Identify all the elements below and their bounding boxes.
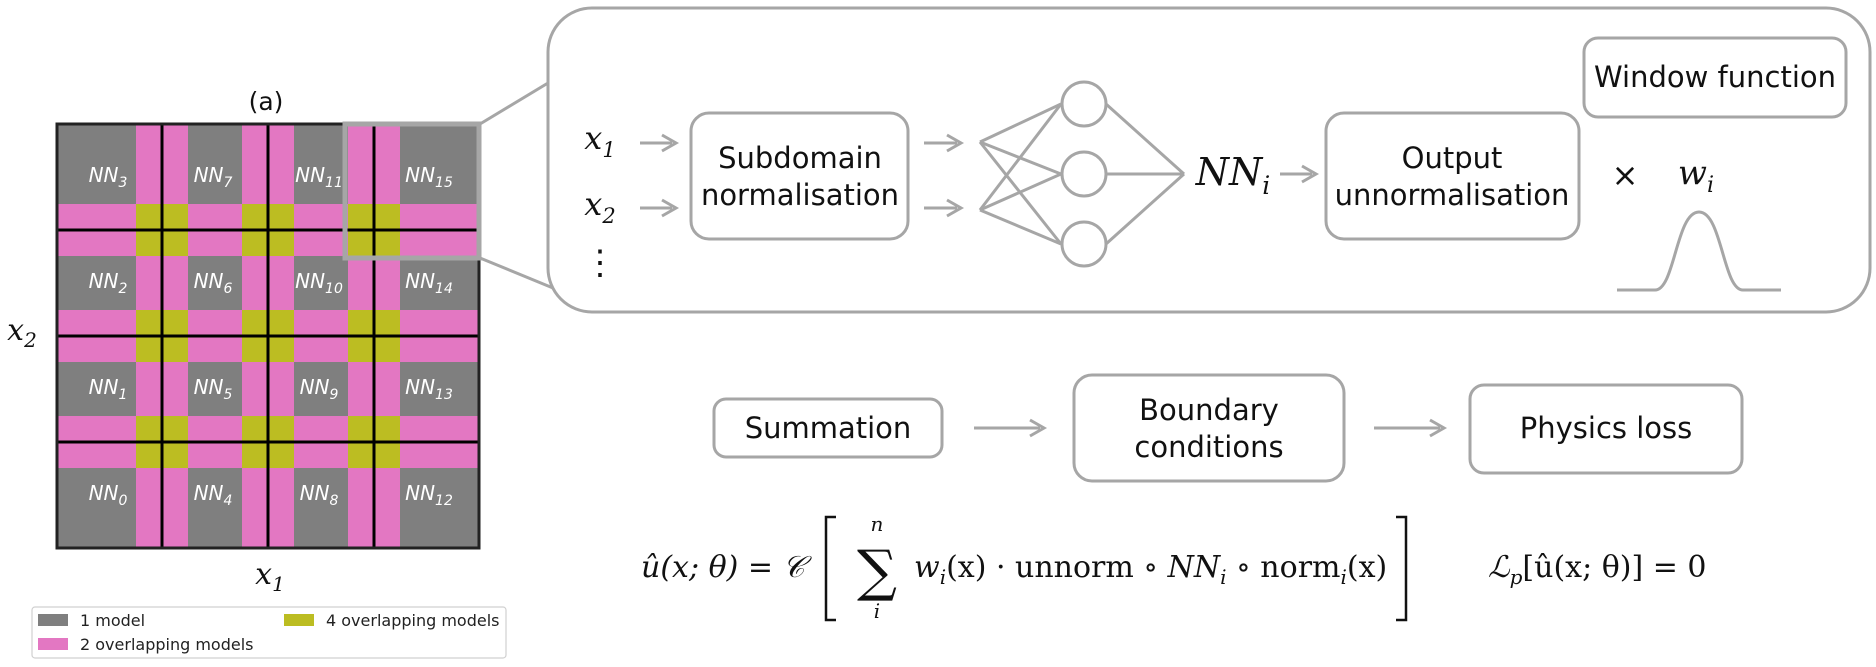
- window-function-box: [1582, 36, 1848, 119]
- flow-arrow-2: [1374, 418, 1448, 438]
- boundary-label-1: Boundary: [1139, 393, 1279, 427]
- zoom-line-top: [479, 78, 554, 126]
- legend-swatch-two-overlap: [38, 638, 68, 650]
- arrowhead-x1: [661, 133, 680, 153]
- normalisation-label-1: Subdomain: [718, 141, 882, 175]
- arrowhead-to-unnorm: [1301, 164, 1320, 184]
- subdomain-label: NN2: [89, 269, 128, 297]
- arrowhead-net-in-1: [946, 133, 965, 153]
- subdomain-label: NN3: [89, 163, 128, 191]
- normalisation-label-2: normalisation: [701, 178, 899, 212]
- subdomain-label: NN15: [405, 163, 453, 191]
- window-bump-curve: [1617, 210, 1781, 292]
- arrowhead-sum-to-boundary: [1029, 418, 1048, 438]
- subdomain-label: NN10: [295, 269, 343, 297]
- legend-swatch-four-overlap: [284, 614, 314, 626]
- subdomain-label: NN9: [300, 375, 339, 403]
- input-more: ⋮: [583, 243, 617, 283]
- grid-legend: 1 model 2 overlapping models 4 overlappi…: [31, 606, 507, 659]
- legend-swatch-one-model: [38, 614, 68, 626]
- window-variable: wi: [1678, 153, 1714, 198]
- subdomain-label: NN0: [89, 481, 128, 509]
- physics-loss-box: [1468, 383, 1744, 475]
- sum-upper-limit: n: [871, 512, 884, 536]
- subdomain-label: NN14: [405, 269, 453, 297]
- boundary-conditions-box: [1072, 373, 1346, 483]
- physics-loss-label: Physics loss: [1520, 411, 1693, 445]
- zoom-line-bottom: [479, 256, 554, 290]
- arrowhead-x2: [661, 198, 680, 218]
- ansatz-equation: û(x; θ) = 𝒞 n ∑ i wi(x) · unnorm ∘ NNi ∘…: [641, 512, 1408, 623]
- unnormalisation-box: [1324, 111, 1581, 241]
- input-arrows: [640, 133, 680, 218]
- subdomain-label: NN11: [295, 163, 343, 191]
- nn-edge: [979, 172, 1062, 212]
- nn-node: [1060, 80, 1108, 128]
- nn-edge: [1104, 172, 1186, 246]
- zoom-highlight-box: [342, 121, 482, 261]
- subdomain-label: NN7: [194, 163, 233, 191]
- normalisation-box: [689, 111, 910, 241]
- subdomain-label: NN13: [405, 375, 453, 403]
- nn-node: [1060, 150, 1108, 198]
- summation-label: Summation: [745, 411, 912, 445]
- summation-box: [712, 397, 944, 459]
- legend-label-one-model: 1 model: [80, 611, 145, 630]
- nn-node: [1060, 220, 1108, 268]
- loss-equation: ℒp[û(x; θ)] = 0: [1488, 550, 1706, 589]
- input-x2: x2: [584, 185, 615, 228]
- boundary-label-2: conditions: [1134, 430, 1283, 464]
- subdomain-label: NN5: [194, 375, 233, 403]
- legend-label-four-overlap: 4 overlapping models: [326, 611, 500, 630]
- flow-arrow-1: [974, 418, 1048, 438]
- sum-lower-limit: i: [874, 599, 880, 623]
- subdomain-label: NN6: [194, 269, 233, 297]
- nn-edge: [979, 208, 1062, 246]
- equation-lhs: û(x; θ) = 𝒞: [641, 550, 813, 585]
- arrowhead-net-in-2: [946, 198, 965, 218]
- y-axis-label: x2: [7, 313, 37, 352]
- subdomain-label: NN1: [89, 375, 128, 403]
- sum-symbol: ∑: [857, 539, 897, 604]
- equation-right-bracket: [1396, 515, 1408, 622]
- unnorm-arrow: [1280, 164, 1320, 184]
- zoom-connector: [479, 78, 554, 290]
- arrowhead-boundary-to-physics: [1429, 418, 1448, 438]
- unnormalisation-label-1: Output: [1402, 141, 1503, 175]
- nn-edge: [979, 102, 1062, 144]
- legend-label-two-overlap: 2 overlapping models: [80, 635, 254, 654]
- panel-label: (a): [249, 87, 284, 116]
- subdomain-label: NN8: [300, 481, 339, 509]
- nn-edge: [978, 103, 1063, 211]
- network-input-arrows: [924, 133, 965, 218]
- grid-frame: [55, 122, 481, 550]
- subdomain-label: NN12: [405, 481, 453, 509]
- x-axis-label: x1: [255, 557, 285, 596]
- subdomain-label: NN4: [194, 481, 233, 509]
- multiply-sign: ×: [1612, 156, 1639, 194]
- nn-output-label: NNi: [1195, 150, 1271, 200]
- sum-body: wi(x) · unnorm ∘ NNi ∘ normi(x): [914, 550, 1387, 589]
- nn-edge: [1104, 102, 1186, 176]
- legend-frame: [31, 606, 507, 659]
- equation-left-bracket: [824, 515, 836, 622]
- window-function-label: Window function: [1594, 60, 1836, 94]
- unnormalisation-label-2: unnormalisation: [1335, 178, 1570, 212]
- input-x1: x1: [584, 119, 615, 162]
- neural-network-icon: [978, 80, 1186, 268]
- physics-loss-equation: ℒp[û(x; θ)] = 0: [1488, 550, 1706, 589]
